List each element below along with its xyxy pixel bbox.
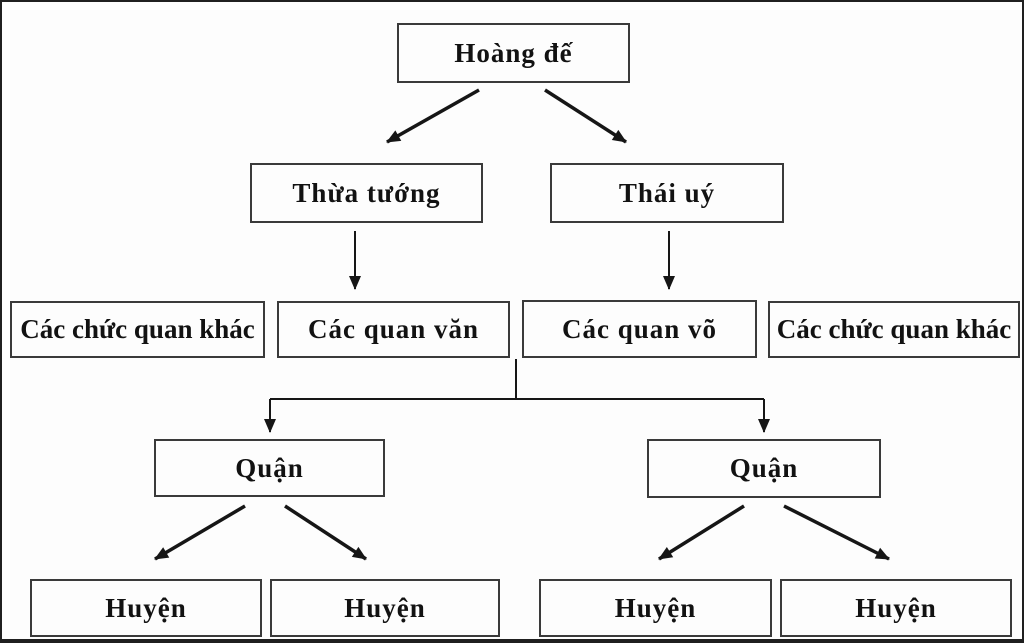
node-cac-quan-van: Các quan văn: [277, 301, 510, 358]
arrow-quantrai-huyen1: [154, 504, 246, 561]
arrow-hoangde-thuatuong: [386, 88, 480, 144]
node-thua-tuong: Thừa tướng: [250, 163, 483, 223]
arrow-quantrai-huyen2: [284, 504, 367, 561]
node-quan-trai: Quận: [154, 439, 385, 497]
node-huyen-1: Huyện: [30, 579, 262, 637]
node-huyen-4: Huyện: [780, 579, 1012, 637]
node-quan-phai: Quận: [647, 439, 881, 498]
node-huyen-2: Huyện: [270, 579, 500, 637]
node-thai-uy: Thái uý: [550, 163, 784, 223]
arrow-hoangde-thaiuy: [544, 88, 627, 144]
node-cac-quan-vo: Các quan võ: [522, 300, 757, 358]
node-huyen-3: Huyện: [539, 579, 772, 637]
arrow-quanphai-huyen4: [783, 504, 890, 561]
node-hoang-de: Hoàng đế: [397, 23, 630, 83]
connector-trunk: [270, 359, 764, 400]
node-cac-chuc-quan-khac-phai: Các chức quan khác: [768, 301, 1020, 358]
arrow-quanphai-huyen3: [658, 504, 745, 561]
node-cac-chuc-quan-khac-trai: Các chức quan khác: [10, 301, 265, 358]
